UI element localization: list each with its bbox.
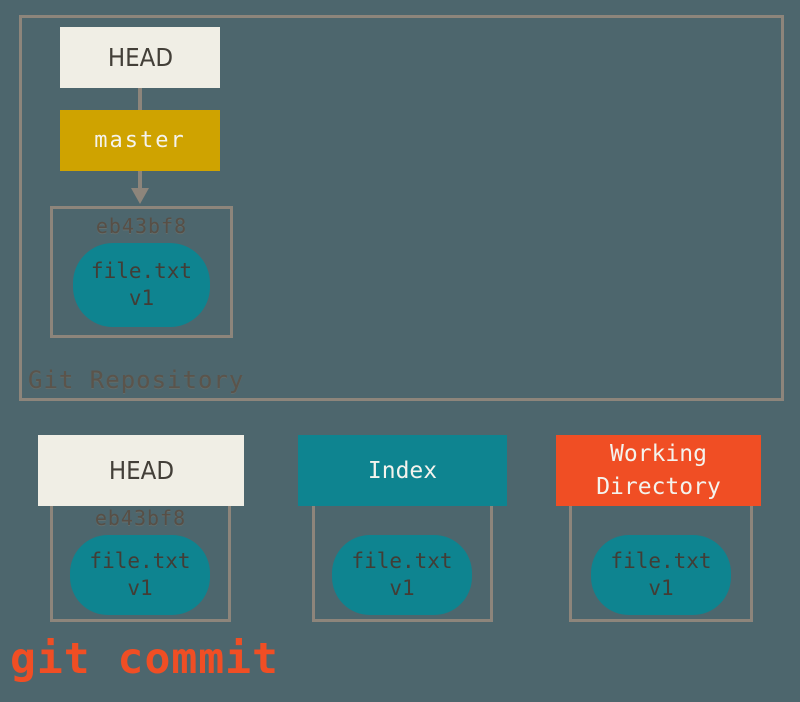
git-commit-caption: git commit <box>10 634 279 684</box>
master-to-commit-connector <box>138 171 142 191</box>
head-area-header: HEAD <box>38 435 244 506</box>
head-ref-label: HEAD <box>107 43 173 72</box>
index-area-header: Index <box>298 435 507 506</box>
working-directory-area-label: Working Directory <box>596 440 721 500</box>
commit-box: eb43bf8 file.txt v1 <box>50 206 233 338</box>
git-repository-box <box>19 15 784 401</box>
file-version: v1 <box>389 576 415 600</box>
file-name: file.txt <box>89 549 191 573</box>
file-version: v1 <box>127 576 153 600</box>
file-name: file.txt <box>90 259 193 283</box>
file-name: file.txt <box>351 549 453 573</box>
head-area-file-blob: file.txt v1 <box>70 535 210 615</box>
file-version: v1 <box>128 286 155 310</box>
index-area-file-blob: file.txt v1 <box>332 535 472 615</box>
arrow-down-icon <box>131 188 149 204</box>
master-branch-label: master <box>94 128 186 153</box>
file-version: v1 <box>648 576 674 600</box>
file-name: file.txt <box>610 549 712 573</box>
commit-hash: eb43bf8 <box>95 214 188 238</box>
master-branch-box: master <box>60 110 220 171</box>
head-to-master-connector <box>138 88 142 110</box>
head-ref-box: HEAD <box>60 27 220 88</box>
head-area-label: HEAD <box>108 456 174 485</box>
index-area-label: Index <box>367 457 438 484</box>
git-repository-label: Git Repository <box>28 366 245 394</box>
working-directory-file-blob: file.txt v1 <box>591 535 731 615</box>
working-directory-area-header: Working Directory <box>556 435 761 506</box>
commit-file-blob: file.txt v1 <box>73 243 210 327</box>
head-area-commit-hash: eb43bf8 <box>94 506 187 530</box>
